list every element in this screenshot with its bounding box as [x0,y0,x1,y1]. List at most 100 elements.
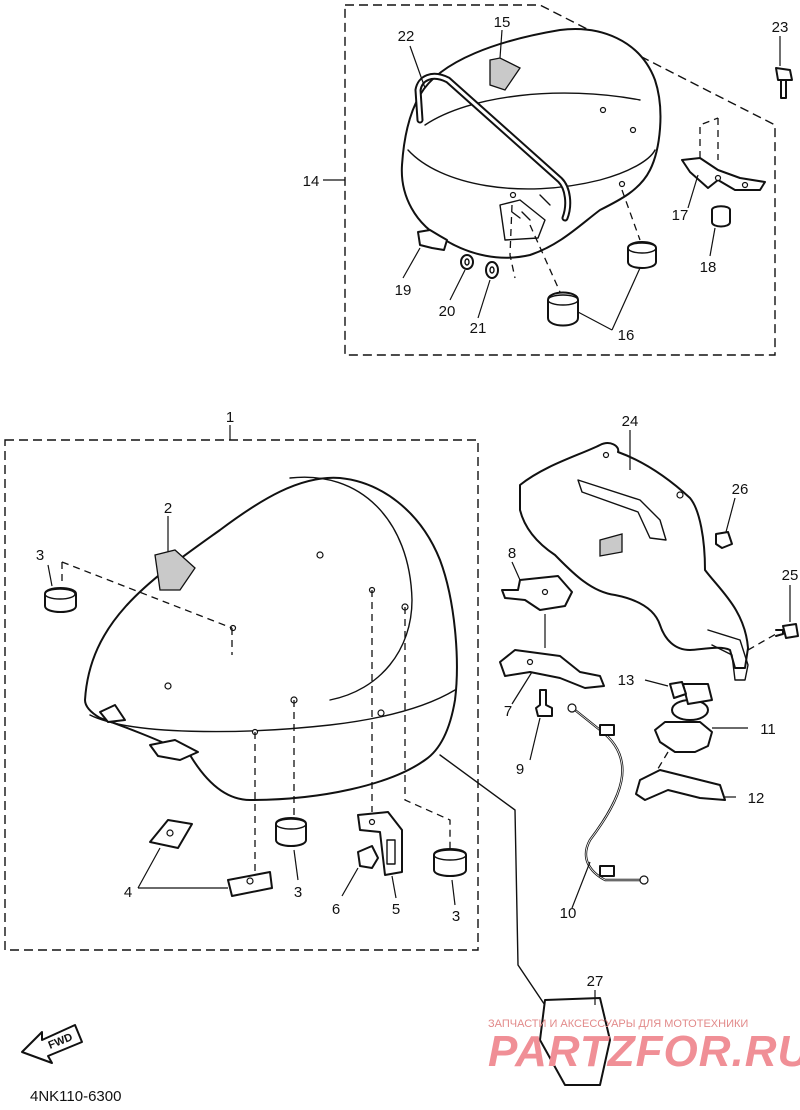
rear-seat-body [400,28,662,259]
main-seat-underside-pad [149,739,199,761]
callout-6: 6 [332,901,340,918]
bracket-hole [714,174,722,182]
damper-3-middle [275,817,307,847]
side-cover-tab [707,629,749,681]
main-seat-guide-lines [61,561,451,875]
leader-6 [341,867,359,897]
callout-18: 18 [700,259,717,276]
leader-22 [409,45,426,89]
seat-bracket-5 [357,811,403,876]
hook-hole [541,588,549,596]
cable-end [639,875,649,885]
rear-bolt [775,67,793,99]
cable-10-inner [574,709,641,881]
seat-hole [164,682,172,690]
rear-guide-lines [509,117,719,293]
rear-damper-1 [547,291,579,327]
leader-7 [511,671,533,705]
watermark-logo: PARTZFOR.RU [488,1027,800,1076]
seat-hole [377,709,385,717]
leader-8 [511,561,521,581]
side-cover-lock-group [499,430,799,909]
leader-3a [47,564,53,587]
rear-seat-top-contour [424,92,641,126]
bracket-hole [741,181,749,189]
callout-2: 2 [164,500,172,517]
damper-3-left [44,587,77,613]
callout-9: 9 [516,761,524,778]
leader-20 [449,269,466,301]
leader-26 [725,497,736,533]
rear-seat-hole [618,180,626,188]
hook-8 [501,575,573,611]
leader-18 [709,227,716,257]
screw-13 [669,681,687,699]
leader-10 [571,861,591,909]
leader-16 [577,267,641,331]
rear-seat-hole [599,106,607,114]
main-seat-inner-edge [289,476,413,701]
callout-12: 12 [748,790,765,807]
leader-9 [529,717,541,761]
grab-bar-bracket-ribs [511,194,551,221]
washer-20 [460,254,474,270]
callout-10: 10 [560,905,577,922]
callout-25: 25 [782,567,799,584]
rear-side-bolt [417,229,448,251]
damper-top [44,588,76,600]
washer-21 [485,261,499,279]
lock-guide [655,751,669,773]
callout-17: 17 [672,207,689,224]
main-seat-assembly-group [4,425,479,951]
rear-seat-group-box [344,4,776,356]
washer-20-hole [464,258,470,266]
leader-19 [402,247,421,279]
clip-hole [166,829,174,837]
callout-8: 8 [508,545,516,562]
damper-top [547,294,579,306]
callout-1: 1 [226,409,234,426]
screw-26 [715,531,733,549]
main-seat-label-tag [154,549,196,591]
clip-hole [246,877,254,885]
holder-hole [526,658,534,666]
callout-20: 20 [439,303,456,320]
diagram-code: 4NK110-6300 [30,1088,121,1105]
bolt-25-guide [747,633,777,651]
leader-4 [137,847,228,889]
callout-4: 4 [124,884,132,901]
rear-nut [711,205,731,228]
callout-23: 23 [772,19,789,36]
callout-24: 24 [622,413,639,430]
cable-fitting [599,865,615,877]
rear-seat-label-tag [489,57,521,91]
side-cover-square [599,533,623,557]
label-27-leader-line [439,754,566,1036]
rear-seat-assembly-group [323,4,793,356]
callout-22: 22 [398,28,415,45]
side-cover-24 [519,442,749,669]
fwd-arrow: FWD [21,1024,83,1064]
plate-12 [635,769,726,801]
bracket-hole [368,818,376,826]
callout-14: 14 [303,173,320,190]
label-27-group [439,754,611,1086]
lock-top [682,683,713,705]
cover-hole [602,451,610,459]
damper-top [433,849,467,861]
damper-top [627,242,657,254]
callout-5: 5 [392,901,400,918]
cover-hole [676,491,684,499]
holder-7 [499,649,605,689]
callout-3-right: 3 [452,908,460,925]
lock-11 [654,721,713,753]
grab-bar-inner [416,74,570,220]
leader-13 [644,679,669,687]
callout-7: 7 [504,703,512,720]
side-cover-window [577,479,667,541]
leader-21 [477,279,491,319]
callout-13: 13 [618,672,635,689]
bracket-slot [386,839,396,865]
damper-top [275,818,307,830]
